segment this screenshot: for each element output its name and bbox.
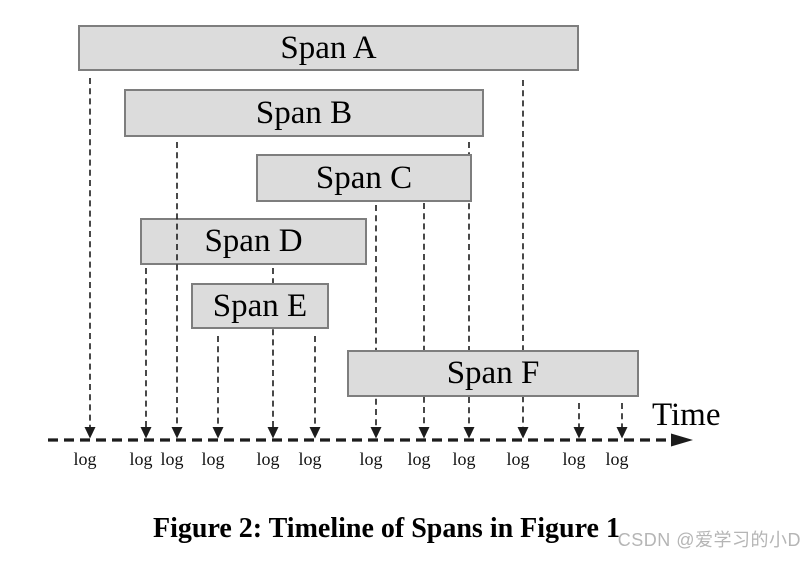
down-arrowhead-icon-8 <box>418 427 430 439</box>
down-arrowhead-icon-11 <box>573 427 585 439</box>
down-arrowhead-icon-4 <box>212 427 224 439</box>
right-arrowhead-icon <box>671 433 693 447</box>
down-arrowhead-icon-5 <box>267 427 279 439</box>
down-arrowhead-icon-10 <box>517 427 529 439</box>
down-arrowhead-icon-2 <box>140 427 152 439</box>
down-arrowhead-icon-7 <box>370 427 382 439</box>
figure-caption: Figure 2: Timeline of Spans in Figure 1 <box>153 513 620 544</box>
down-arrowhead-icon-12 <box>616 427 628 439</box>
down-arrowhead-icon-1 <box>84 427 96 439</box>
time-axis-label: Time <box>652 397 721 433</box>
down-arrowhead-icon-3 <box>171 427 183 439</box>
down-arrowhead-icon-6 <box>309 427 321 439</box>
csdn-watermark: CSDN @爱学习的小D <box>617 530 801 550</box>
down-arrowhead-icon-9 <box>463 427 475 439</box>
